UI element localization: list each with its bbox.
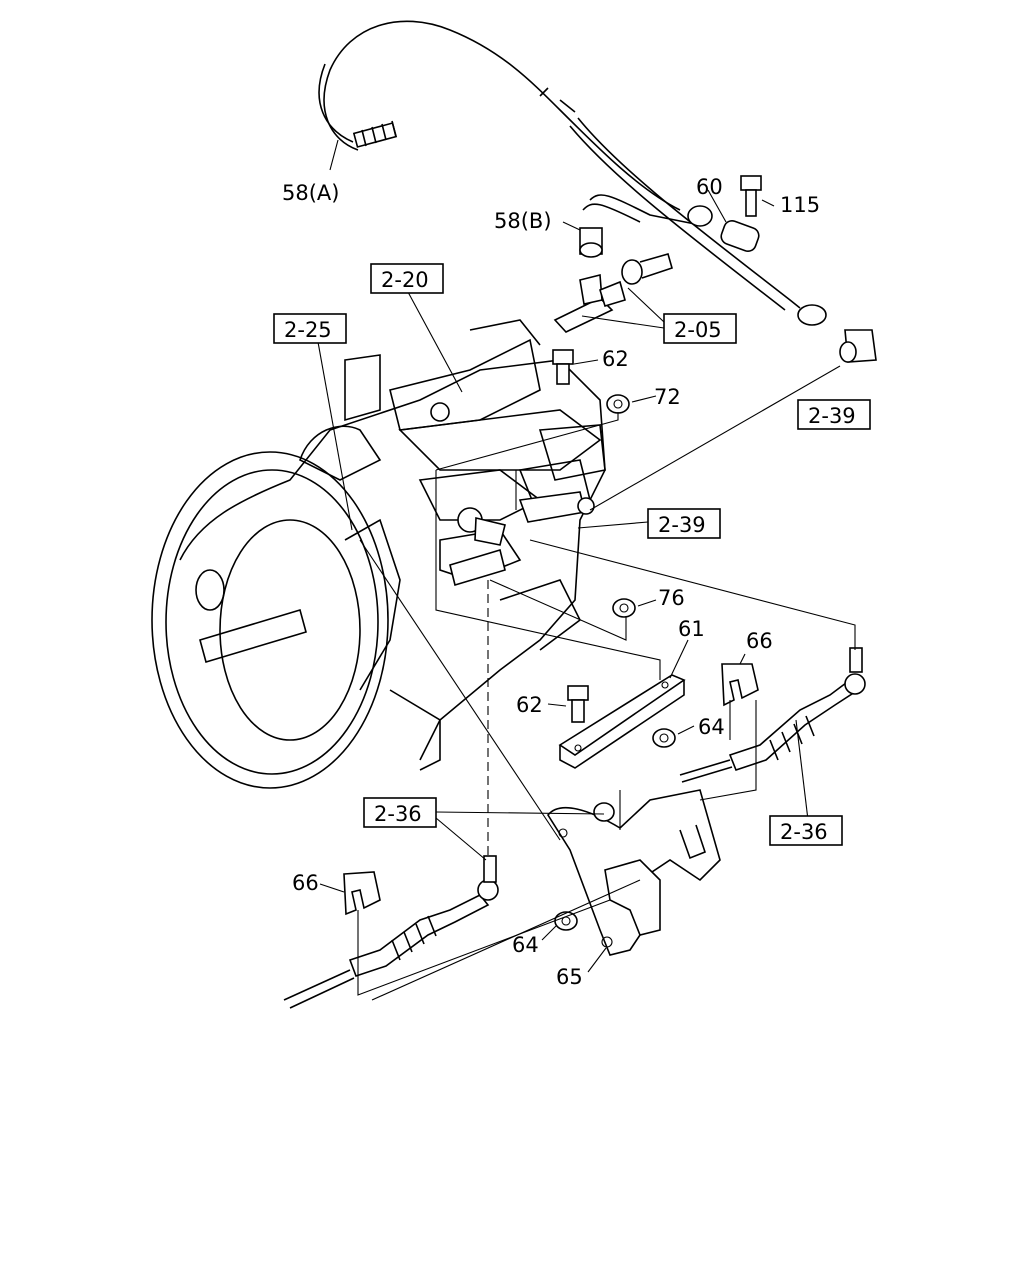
- svg-text:2-36: 2-36: [374, 802, 422, 826]
- hose-end-nut-lower: [797, 304, 827, 326]
- fitting-58b: [579, 227, 603, 258]
- svg-text:2-39: 2-39: [658, 513, 706, 537]
- ref-2-20[interactable]: 2-20: [370, 263, 444, 294]
- label-60: 60: [696, 175, 723, 199]
- svg-text:2-05: 2-05: [674, 318, 722, 342]
- bracket-65: [547, 789, 721, 956]
- ref-2-39-mid[interactable]: 2-39: [647, 508, 721, 539]
- hose-assembly: [318, 20, 877, 363]
- bracket-61: [558, 674, 686, 769]
- fitting-58a: [352, 120, 398, 148]
- clip-60: [720, 220, 760, 252]
- bolt-62-top: [552, 349, 574, 385]
- ref-2-39-top[interactable]: 2-39: [797, 399, 871, 430]
- ref-2-36-right[interactable]: 2-36: [769, 815, 843, 846]
- label-115: 115: [780, 193, 820, 217]
- nut-72: [606, 394, 630, 414]
- label-62-top: 62: [602, 347, 629, 371]
- bolt-62-mid: [567, 685, 589, 723]
- flywheel-housing: [151, 451, 389, 789]
- input-shaft: [199, 608, 307, 664]
- clip-66-right: [721, 663, 759, 707]
- label-64-mid: 64: [698, 715, 725, 739]
- elbow-239: [839, 329, 877, 363]
- label-66-right: 66: [746, 629, 773, 653]
- label-66-left: 66: [292, 871, 319, 895]
- label-65: 65: [556, 965, 583, 989]
- transmission-body: [151, 319, 606, 789]
- label-58b: 58(B): [494, 209, 552, 233]
- svg-text:2-36: 2-36: [780, 820, 828, 844]
- svg-text:2-20: 2-20: [381, 268, 429, 292]
- label-64-bottom: 64: [512, 933, 539, 957]
- label-62-mid: 62: [516, 693, 543, 717]
- label-61: 61: [678, 617, 705, 641]
- svg-text:2-25: 2-25: [284, 318, 332, 342]
- cable-236-right: [679, 647, 866, 783]
- ref-2-36-left[interactable]: 2-36: [363, 797, 437, 828]
- ref-2-25[interactable]: 2-25: [273, 313, 347, 344]
- label-58a: 58(A): [282, 181, 339, 205]
- label-76: 76: [658, 586, 685, 610]
- nut-76: [612, 598, 636, 618]
- tee-fitting: [553, 273, 626, 333]
- bolt-115: [740, 175, 762, 217]
- svg-text:2-39: 2-39: [808, 404, 856, 428]
- nut-64-mid: [652, 728, 676, 748]
- hose-end-nut: [687, 205, 713, 227]
- reference-boxes: 2-20 2-25 2-05 2-39 2-39 2-36 2-36: [273, 263, 871, 846]
- nut-64-bottom: [554, 911, 578, 931]
- cable-236-left: [283, 855, 499, 1009]
- connector-205: [621, 253, 673, 285]
- label-72: 72: [654, 385, 681, 409]
- ref-2-05[interactable]: 2-05: [663, 313, 737, 344]
- part-labels: 58(A) 58(B) 60 115 62 72 76 61 66 62 64 …: [282, 175, 820, 989]
- leader-lines: [317, 139, 856, 1001]
- clip-66-left: [343, 871, 381, 916]
